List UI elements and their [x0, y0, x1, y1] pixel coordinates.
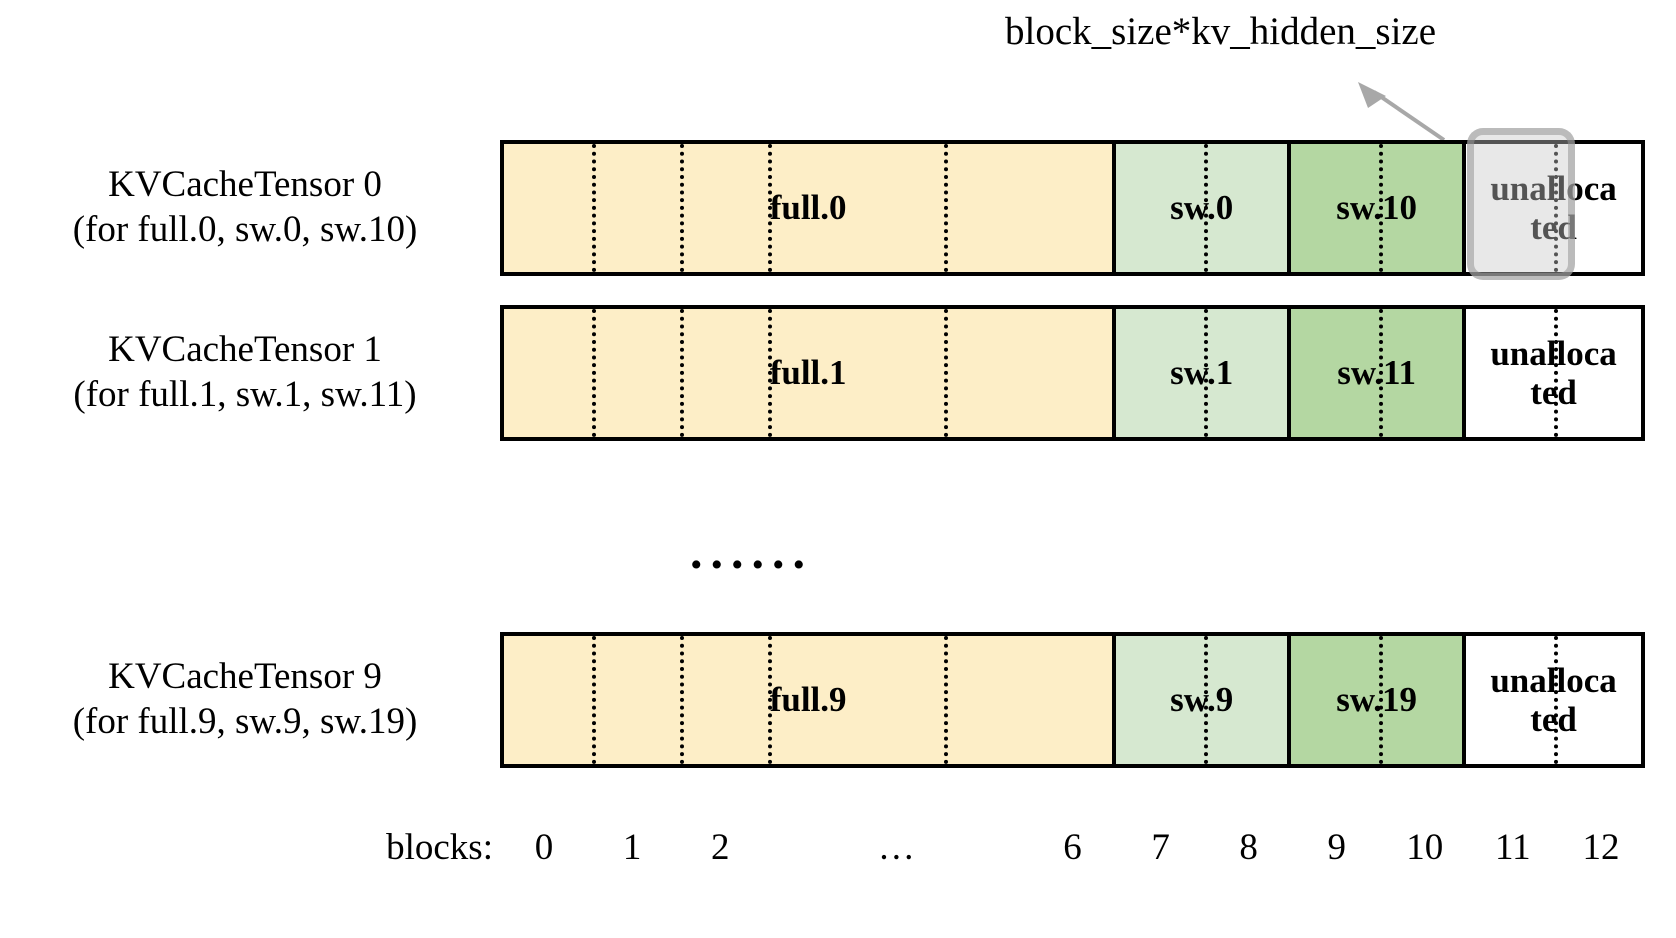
block-divider [1204, 636, 1209, 764]
tensor-row-label: KVCacheTensor 9(for full.9, sw.9, sw.19) [10, 654, 480, 744]
block-divider [1204, 309, 1209, 437]
tensor-name: KVCacheTensor 1 [108, 329, 382, 370]
segment-label: sw.1 [1170, 353, 1234, 393]
block-tick-8: 8 [1239, 827, 1258, 868]
block-divider [768, 636, 773, 764]
segment-label: full.9 [769, 680, 847, 720]
block-tick-…: … [877, 827, 915, 868]
segment-full[interactable]: full.1 [504, 309, 1117, 437]
block-tick-1: 1 [622, 827, 642, 868]
block-divider [680, 309, 685, 437]
block-tick-2: 2 [710, 827, 730, 868]
block-divider [680, 144, 685, 272]
block-divider [1379, 309, 1384, 437]
block-divider [944, 309, 949, 437]
segment-label: sw.19 [1336, 680, 1417, 720]
tensor-groups: (for full.1, sw.1, sw.11) [73, 374, 417, 416]
segment-label: full.0 [769, 188, 847, 228]
block-tick-9: 9 [1327, 827, 1346, 868]
block-divider [768, 144, 773, 272]
block-divider [1554, 636, 1559, 764]
tensor-groups: (for full.0, sw.0, sw.10) [72, 209, 418, 251]
block-divider [1379, 144, 1384, 272]
block-divider [768, 309, 773, 437]
block-divider [592, 636, 597, 764]
block-divider [1554, 144, 1559, 272]
block-highlight-box [1466, 128, 1575, 280]
block-axis-title: blocks: [386, 827, 493, 868]
rows-ellipsis: ...... [690, 523, 813, 579]
segment-label: sw.11 [1337, 353, 1417, 393]
block-tick-11: 11 [1495, 827, 1531, 868]
segment-sw1[interactable]: sw.19 [1291, 636, 1467, 764]
block-tick-12: 12 [1582, 827, 1620, 868]
tensor-row-label: KVCacheTensor 0(for full.0, sw.0, sw.10) [10, 162, 480, 252]
segment-sw[interactable]: sw.0 [1116, 144, 1292, 272]
block-tick-7: 7 [1151, 827, 1170, 868]
segment-label: full.1 [769, 353, 847, 393]
tensor-name: KVCacheTensor 0 [108, 164, 382, 205]
block-tick-6: 6 [1063, 827, 1082, 868]
segment-sw[interactable]: sw.9 [1116, 636, 1292, 764]
annotation-arrow-icon [1358, 82, 1446, 142]
tensor-row-label: KVCacheTensor 1(for full.1, sw.1, sw.11) [10, 327, 480, 417]
block-divider [1204, 144, 1209, 272]
block-divider [680, 636, 685, 764]
segment-full[interactable]: full.0 [504, 144, 1117, 272]
block-divider [592, 144, 597, 272]
segment-label: sw.9 [1170, 680, 1234, 720]
annotation-label: block_size*kv_hidden_size [1005, 10, 1437, 53]
block-tick-10: 10 [1406, 827, 1444, 868]
block-tick-0: 0 [534, 827, 554, 868]
segment-sw[interactable]: sw.1 [1116, 309, 1292, 437]
tensor-name: KVCacheTensor 9 [108, 656, 382, 697]
segment-label: sw.0 [1170, 188, 1234, 228]
segment-full[interactable]: full.9 [504, 636, 1117, 764]
tensor-groups: (for full.9, sw.9, sw.19) [72, 701, 418, 743]
segment-label: sw.10 [1336, 188, 1417, 228]
block-divider [1554, 309, 1559, 437]
block-divider [944, 636, 949, 764]
segment-sw1[interactable]: sw.11 [1291, 309, 1467, 437]
block-divider [592, 309, 597, 437]
block-divider [944, 144, 949, 272]
block-divider [1379, 636, 1384, 764]
segment-sw1[interactable]: sw.10 [1291, 144, 1467, 272]
